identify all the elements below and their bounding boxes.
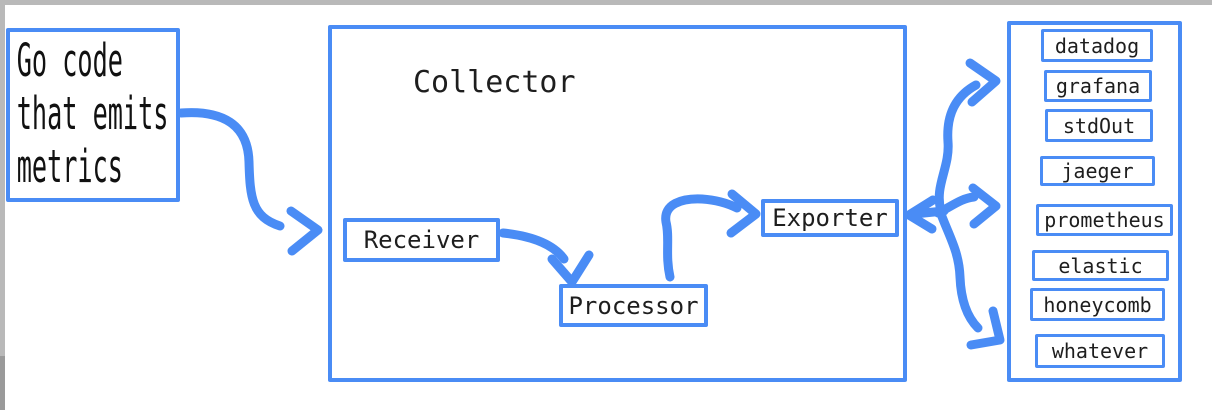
destination-box-elastic: elastic xyxy=(1032,250,1169,281)
destination-box-whatever: whatever xyxy=(1035,334,1165,368)
destination-box-datadog: datadog xyxy=(1041,29,1153,62)
destination-box-stdout: stdOut xyxy=(1045,109,1153,142)
processor-label: Processor xyxy=(568,291,699,320)
destination-label: whatever xyxy=(1051,339,1149,363)
destination-label: honeycomb xyxy=(1043,292,1152,317)
destination-label: stdOut xyxy=(1062,113,1136,138)
processor-box: Processor xyxy=(559,284,708,327)
source-code-text: Go code that emits metrics xyxy=(10,32,169,193)
exporter-label: Exporter xyxy=(772,204,888,232)
destination-box-prometheus: prometheus xyxy=(1036,204,1173,236)
arrow-source-to-collector xyxy=(176,108,323,256)
source-line-3: metrics xyxy=(16,140,123,193)
arrow-exporter-fanout xyxy=(904,58,1005,350)
destination-label: jaeger xyxy=(1061,159,1134,183)
destination-label: prometheus xyxy=(1044,208,1165,232)
destination-box-grafana: grafana xyxy=(1044,70,1152,102)
destination-box-jaeger: jaeger xyxy=(1040,156,1155,186)
destination-box-honeycomb: honeycomb xyxy=(1030,288,1165,321)
destination-label: datadog xyxy=(1054,33,1140,58)
window-edge-left xyxy=(0,0,5,410)
receiver-box: Receiver xyxy=(343,218,500,262)
exporter-box: Exporter xyxy=(761,199,899,237)
source-line-2: that emits xyxy=(16,87,169,140)
receiver-label: Receiver xyxy=(363,226,480,254)
collector-title: Collector xyxy=(413,65,576,100)
window-edge-left-scrollbar-thumb[interactable] xyxy=(0,356,5,410)
destination-label: grafana xyxy=(1055,74,1141,98)
source-code-box: Go code that emits metrics xyxy=(6,28,180,202)
window-edge-top xyxy=(0,0,1212,5)
destination-label: elastic xyxy=(1058,253,1143,278)
source-line-1: Go code xyxy=(16,34,123,87)
